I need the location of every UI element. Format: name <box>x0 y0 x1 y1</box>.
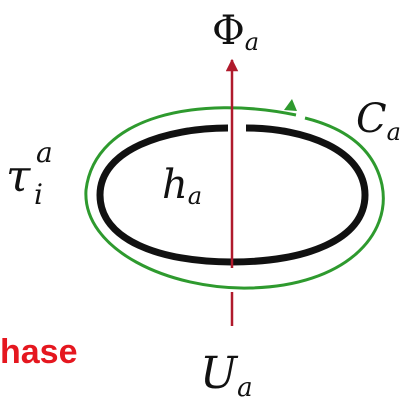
tau-subscript: i <box>34 178 43 211</box>
tau-label: τ <box>6 151 31 202</box>
c-label: Ca <box>356 96 401 146</box>
tau-superscript: a <box>36 136 53 169</box>
orbit-curve <box>84 106 385 290</box>
u-label: Ua <box>200 348 253 403</box>
loop-curve-left <box>96 124 233 266</box>
phi-label: Φa <box>212 8 259 56</box>
h-label: ha <box>162 162 202 210</box>
loop-gap <box>228 118 242 138</box>
phase-text-fragment: hase <box>0 333 78 371</box>
loop-curve-right <box>231 124 369 266</box>
orbit-arrowhead <box>284 99 297 111</box>
